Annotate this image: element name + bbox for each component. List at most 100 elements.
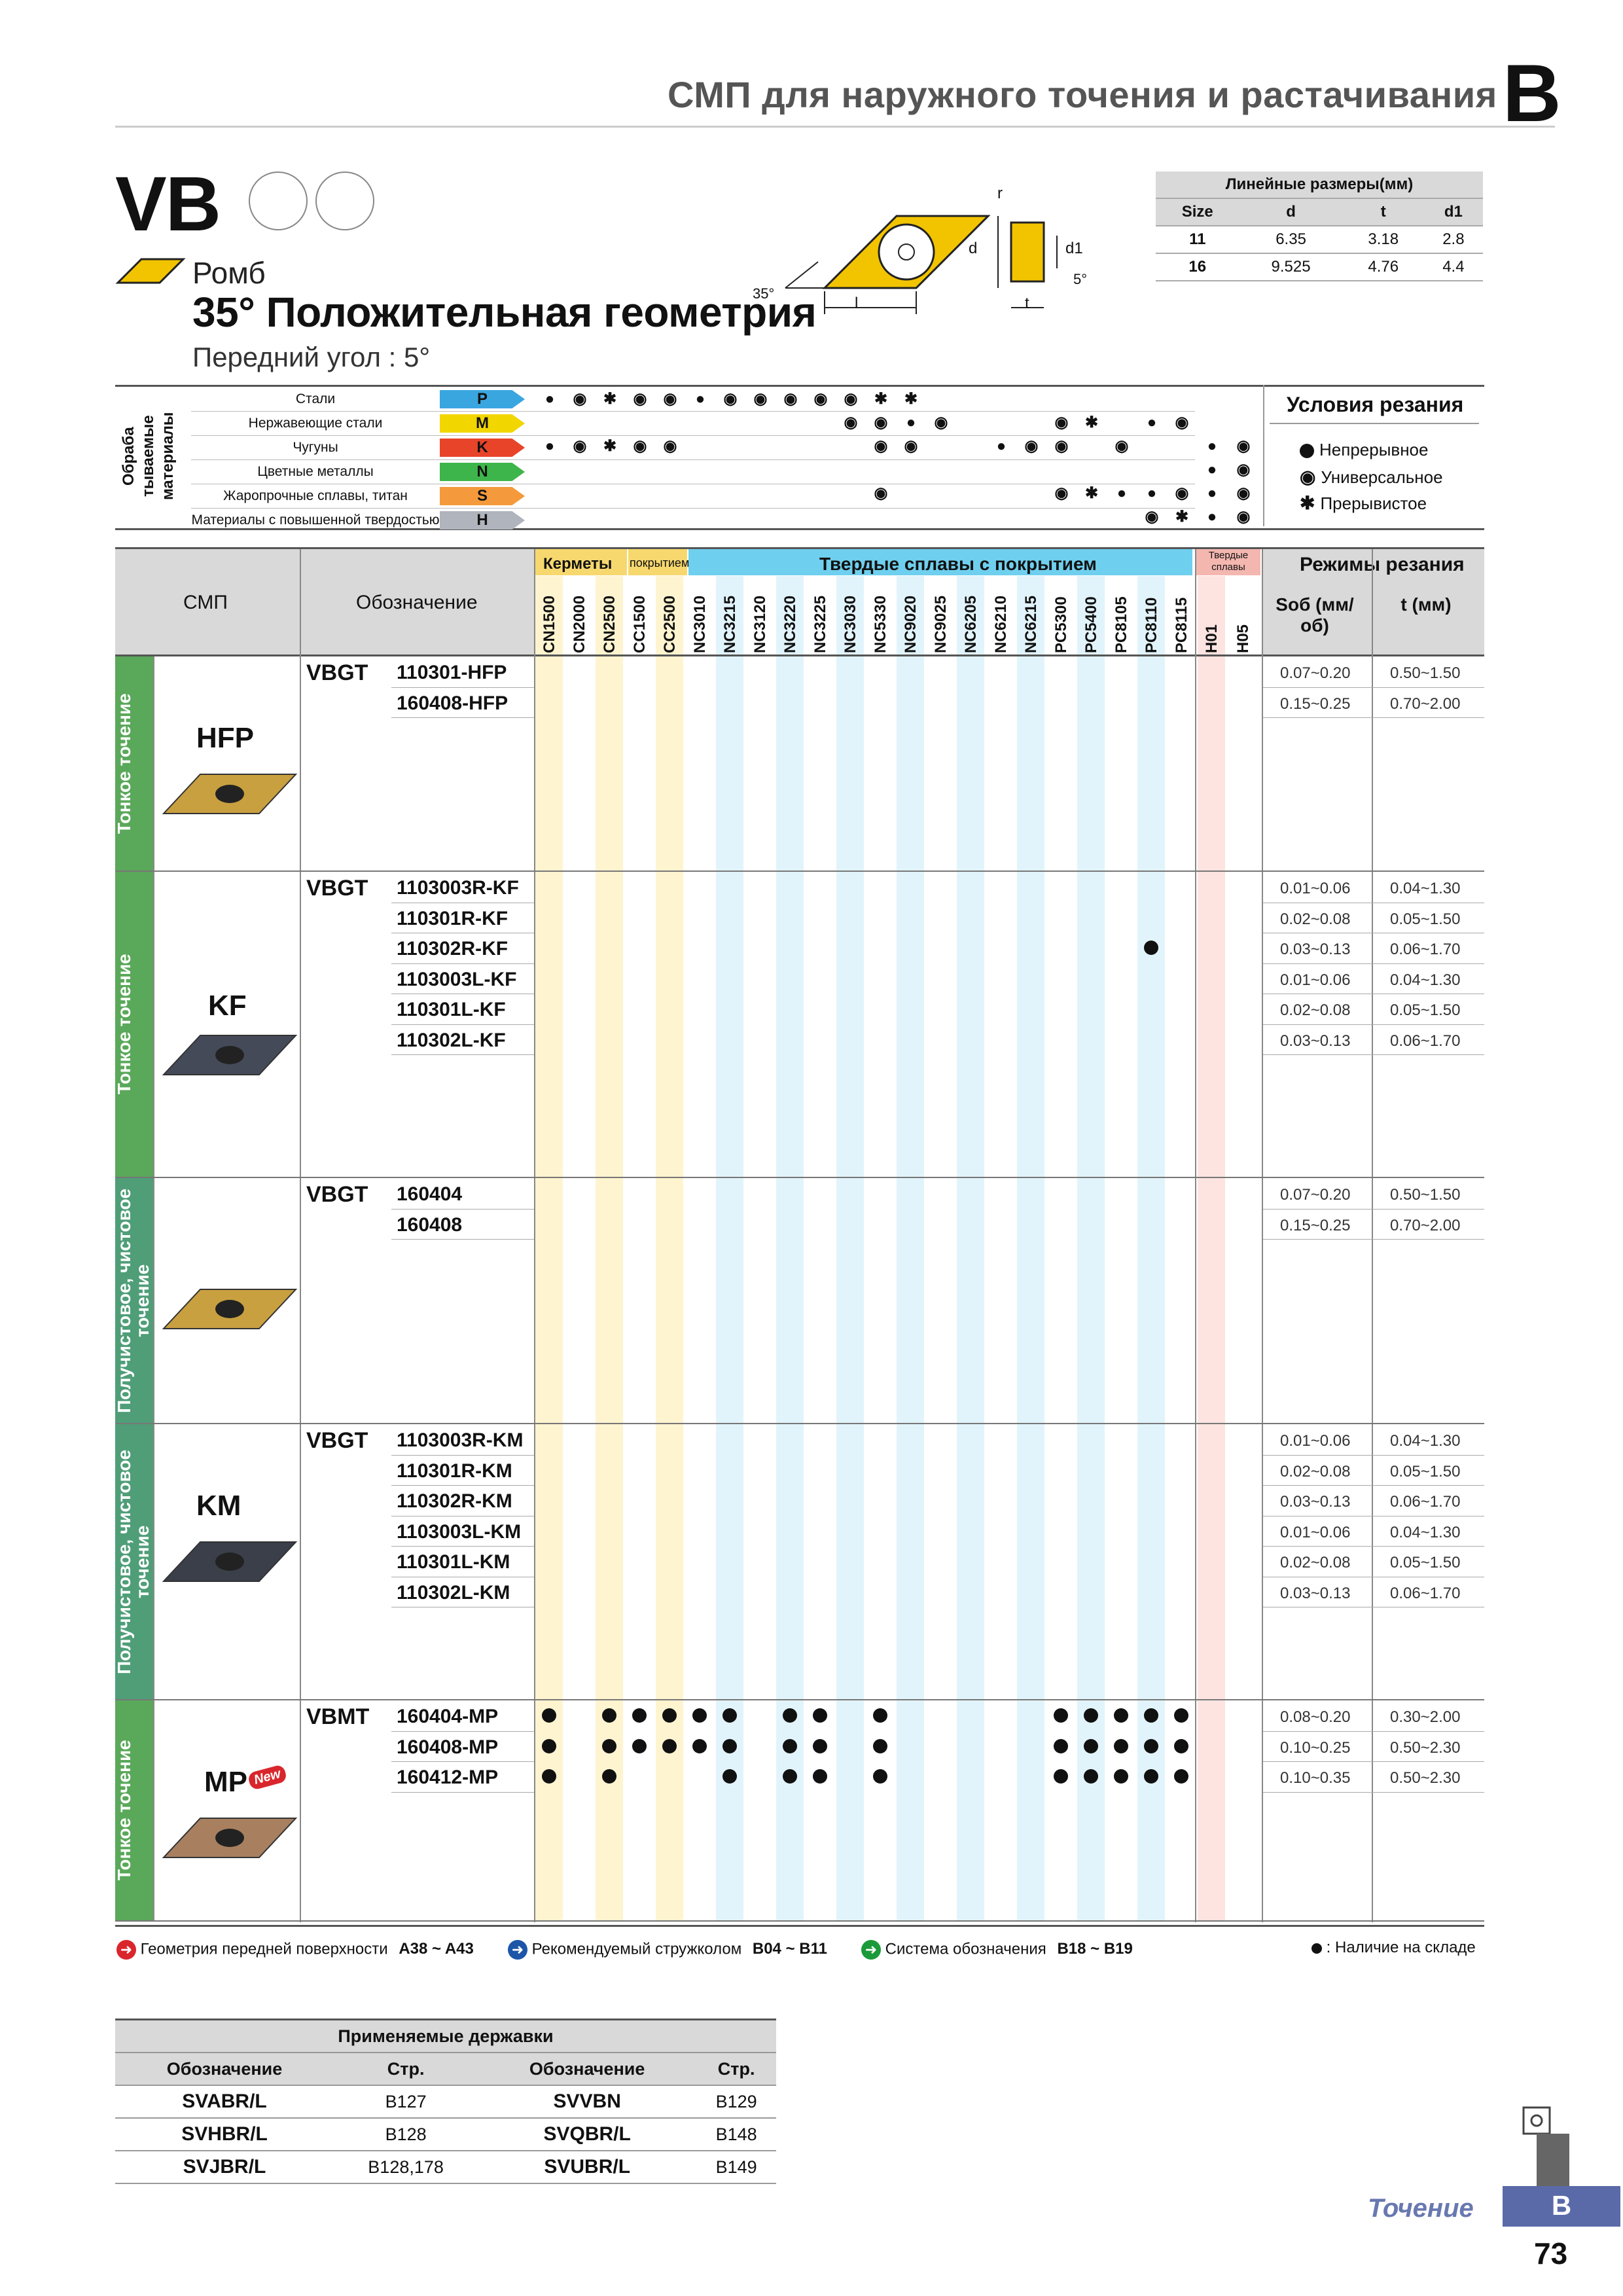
dim-header: d	[1239, 198, 1343, 226]
drawing-label-l: l	[855, 295, 859, 312]
material-row: Чугуны K	[191, 436, 1195, 460]
grades-table-frame	[115, 547, 1484, 1927]
solid-dot-icon: ●	[1147, 484, 1157, 502]
solid-dot-icon	[1300, 444, 1314, 459]
half-dot-icon: ◉	[1175, 484, 1189, 502]
depth-value: 0.30~2.00	[1390, 1708, 1461, 1726]
solid-dot-icon: ●	[996, 437, 1007, 455]
drawing-label-d: d	[969, 240, 978, 257]
stock-dot-icon	[1084, 1769, 1098, 1784]
insert-code-row[interactable]: 110301R-KM	[397, 1460, 512, 1482]
section-side-label: Тонкое точение	[114, 656, 153, 870]
stock-dot-icon	[692, 1708, 707, 1723]
solid-dot-icon: ●	[1147, 414, 1157, 431]
holder-code[interactable]: SVHBR/L	[115, 2118, 334, 2151]
insert-code-row[interactable]: 1103003R-KM	[397, 1429, 524, 1451]
depth-value: 0.04~1.30	[1390, 1432, 1461, 1450]
section-side-label: Получистовое, чистовое точение	[114, 1424, 153, 1699]
depth-value: 0.50~2.30	[1390, 1738, 1461, 1757]
ref-pages: B18 ~ B19	[1057, 1940, 1133, 1958]
group-hard: Твердые сплавы	[1208, 550, 1249, 573]
holder-code[interactable]: SVVBN	[478, 2085, 697, 2119]
grade-column-band	[535, 576, 563, 1922]
feed-value: 0.15~0.25	[1280, 1216, 1351, 1234]
insert-code-row[interactable]: 1103003L-KM	[397, 1520, 522, 1543]
ref-designation[interactable]: ➜ Система обозначения B18 ~ B19	[861, 1940, 1133, 1960]
grade-column-band	[927, 576, 954, 1922]
stock-dot-icon	[1144, 1769, 1158, 1784]
insert-code-row[interactable]: 160404-MP	[397, 1706, 499, 1727]
hard-group-bg	[1195, 549, 1260, 575]
page-header-title: СМП для наружного точения и растачивания	[668, 74, 1497, 115]
half-dot-icon: ◉	[1115, 437, 1129, 455]
insert-code-row[interactable]: 110302L-KF	[397, 1029, 506, 1051]
holder-code[interactable]: SVQBR/L	[478, 2118, 697, 2151]
stock-dot-icon	[1174, 1708, 1188, 1723]
insert-code-row[interactable]: 110301R-KF	[397, 907, 508, 929]
holder-code[interactable]: SVABR/L	[115, 2085, 334, 2119]
ref-chipbreaker[interactable]: ➜ Рекомендуемый стружколом B04 ~ B11	[508, 1940, 827, 1960]
coated-group-bg	[628, 549, 687, 575]
insert-code-row[interactable]: 1103003L-KF	[397, 968, 517, 990]
insert-code-row[interactable]: 160408-MP	[397, 1736, 499, 1758]
split-dot-icon: ✱	[1175, 508, 1189, 526]
insert-code-row[interactable]: 110301L-KF	[397, 999, 506, 1020]
stock-dot-icon	[813, 1708, 827, 1723]
row-rule	[391, 963, 534, 964]
row-rule	[1263, 1239, 1484, 1240]
stock-dot-icon	[632, 1708, 647, 1723]
insert-code-row[interactable]: 160408	[397, 1213, 463, 1236]
stock-dot-icon	[542, 1708, 556, 1723]
dimensions-title: Линейные размеры(мм)	[1156, 171, 1483, 199]
grade-label: NC5330	[872, 595, 889, 653]
header-rule	[115, 126, 1555, 128]
holders-header: Обозначение	[115, 2053, 334, 2086]
insert-code-row[interactable]: 160408-HFP	[397, 692, 508, 714]
solid-dot-icon: ●	[544, 437, 555, 455]
feed-value: 0.02~0.08	[1280, 1554, 1351, 1571]
feed-value: 0.08~0.20	[1280, 1708, 1351, 1726]
category-label: Точение	[1368, 2194, 1474, 2223]
half-dot-icon: ◉	[1236, 508, 1251, 526]
sob-header: Soб (мм/об)	[1275, 594, 1354, 636]
holder-code[interactable]: SVUBR/L	[478, 2151, 697, 2184]
insert-code-row[interactable]: 1103003R-KF	[397, 877, 519, 899]
insert-code-row[interactable]: 110302L-KM	[397, 1581, 510, 1604]
insert-code-row[interactable]: 110302R-KF	[397, 938, 508, 960]
split-dot-icon: ✱	[603, 390, 617, 408]
grade-column-band	[1107, 576, 1135, 1922]
stock-dot-icon	[1114, 1708, 1128, 1723]
row-rule	[391, 1761, 534, 1762]
solid-dot-icon: ●	[1207, 437, 1217, 455]
conditions-divider	[1263, 385, 1264, 526]
half-dot-icon: ◉	[844, 390, 858, 408]
insert-code-row[interactable]: 110302R-KM	[397, 1490, 512, 1512]
depth-value: 0.50~1.50	[1390, 664, 1461, 682]
grade-label: NC3120	[751, 595, 769, 653]
iso-badge-p: P	[440, 390, 525, 408]
stock-dot-icon	[662, 1708, 677, 1723]
drawing-label-d1: d1	[1065, 240, 1083, 257]
stock-dot-icon	[783, 1769, 797, 1784]
insert-code-row[interactable]: 160412-MP	[397, 1767, 499, 1788]
stock-dot-icon	[873, 1708, 887, 1723]
insert-code-row[interactable]: 110301-HFP	[397, 662, 507, 683]
feed-value: 0.01~0.06	[1280, 971, 1351, 989]
grade-label: PC5300	[1052, 596, 1070, 653]
material-name: Чугуны	[293, 440, 338, 455]
insert-code-row[interactable]: 160404	[397, 1183, 463, 1205]
insert-photo-icon	[162, 774, 298, 814]
depth-value: 0.05~1.50	[1390, 910, 1461, 928]
insert-code-row[interactable]: 110301L-KM	[397, 1551, 510, 1573]
ref-rake-geometry[interactable]: ➜ Геометрия передней поверхности A38 ~ A…	[116, 1940, 474, 1960]
row-rule	[1263, 1485, 1484, 1486]
page-number: 73	[1534, 2236, 1568, 2270]
holder-code[interactable]: SVJBR/L	[115, 2151, 334, 2184]
insert-family: VBGT	[306, 1182, 368, 1207]
section-side-label: Тонкое точение	[114, 872, 153, 1177]
column-divider	[1262, 549, 1263, 1922]
row-rule	[1263, 1546, 1484, 1547]
drawing-label-t: t	[1025, 295, 1029, 312]
grade-label: NC3030	[842, 595, 859, 653]
stock-dot-icon	[1084, 1708, 1098, 1723]
